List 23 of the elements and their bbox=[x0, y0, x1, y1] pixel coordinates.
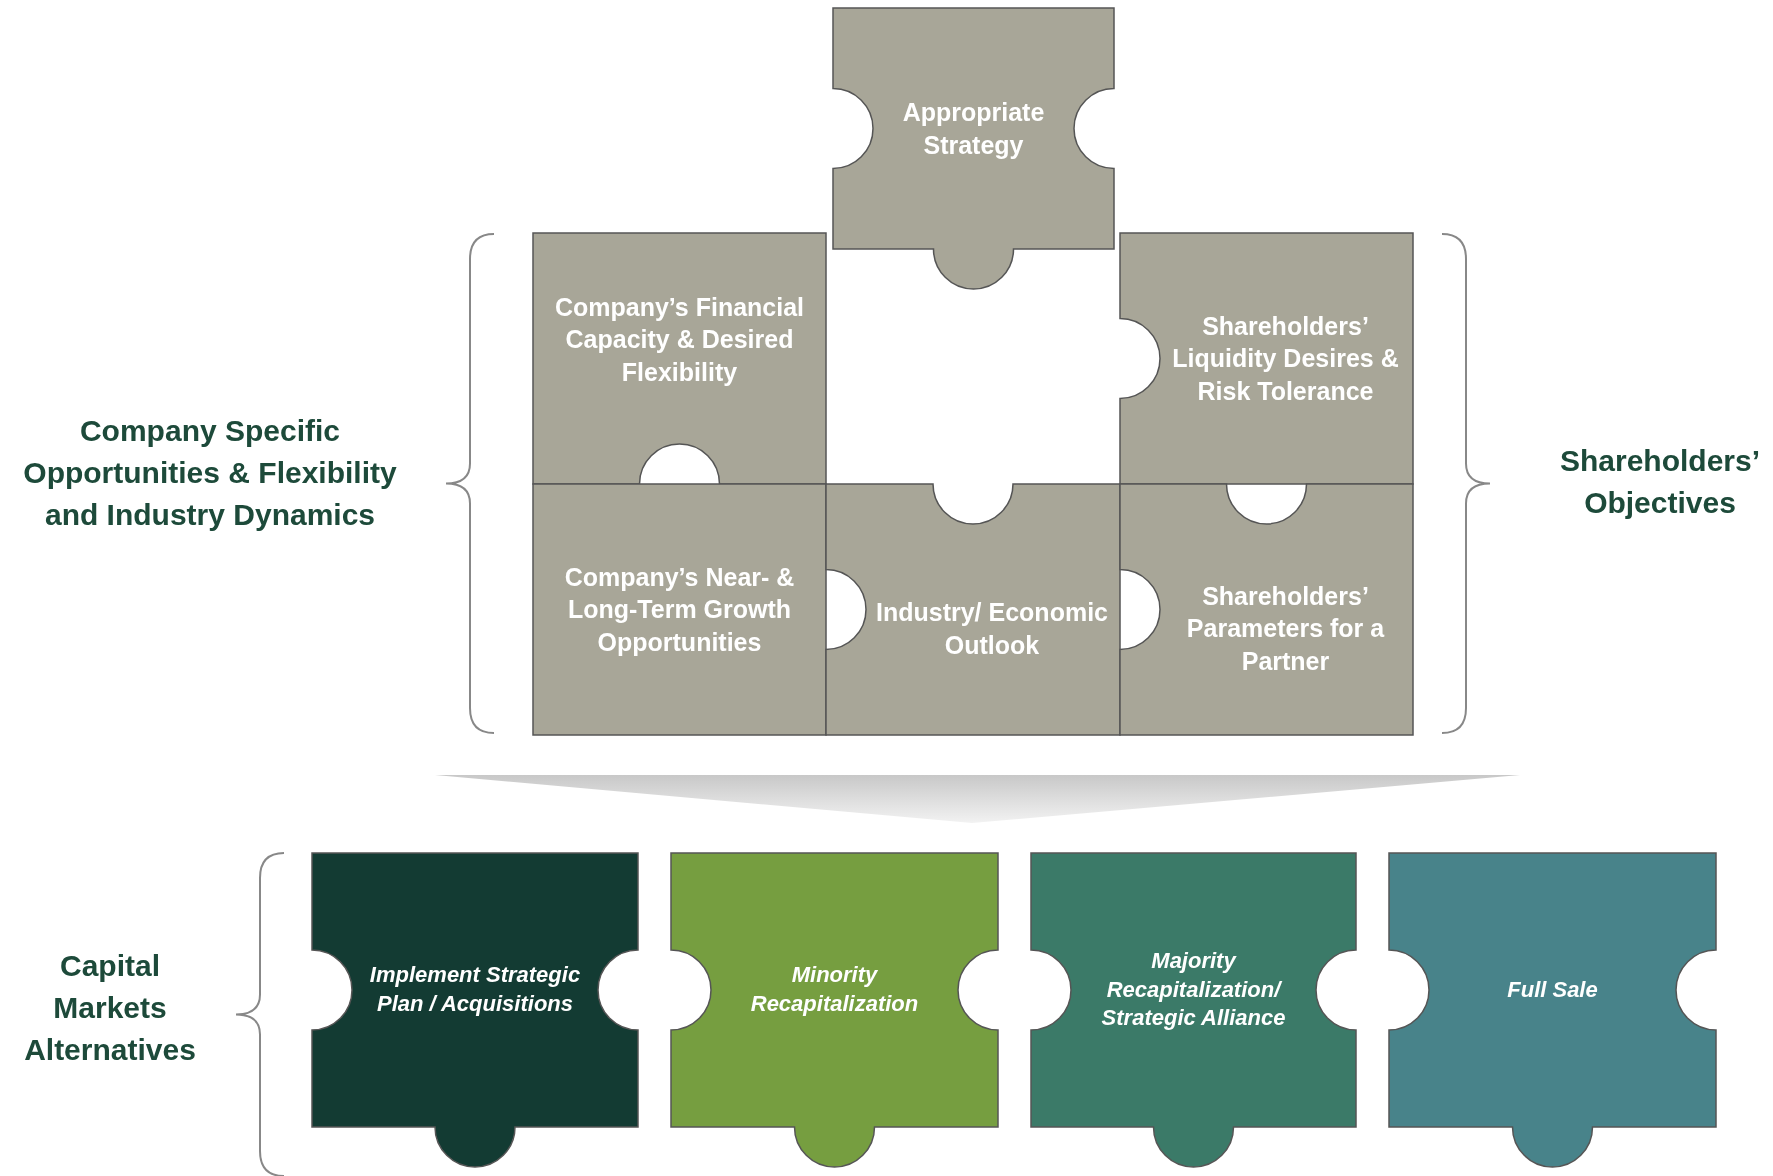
puzzle-piece bbox=[833, 8, 1114, 291]
puzzle-piece bbox=[533, 233, 826, 484]
piece-label: Full Sale bbox=[1506, 975, 1599, 1004]
bracket-label: Shareholders’ Objectives bbox=[1558, 443, 1762, 521]
piece-label: Company’s Financial Capacity & Desired Flexibility bbox=[553, 291, 806, 388]
piece-label: Majority Recapitalization/ Strategic Alliance bbox=[1100, 947, 1287, 1033]
bracket-label: Company Specific Opportunities & Flexibility and Industry Dynamics bbox=[22, 413, 398, 533]
puzzle-piece bbox=[312, 853, 638, 1169]
puzzle-piece bbox=[826, 484, 1120, 735]
puzzle-piece bbox=[671, 853, 998, 1169]
piece-label: Implement Strategic Plan / Acquisitions bbox=[368, 961, 582, 1018]
puzzle-piece bbox=[1120, 484, 1413, 735]
piece-label: Minority Recapitalization bbox=[749, 961, 920, 1018]
puzzle-piece bbox=[1031, 853, 1356, 1169]
puzzle-piece bbox=[1389, 853, 1716, 1169]
piece-label: Shareholders’ Liquidity Desires & Risk Tolerance bbox=[1171, 310, 1400, 407]
piece-label: Appropriate Strategy bbox=[901, 97, 1046, 161]
bracket-label: Capital Markets Alternatives bbox=[23, 948, 197, 1068]
piece-label: Shareholders’ Parameters for a Partner bbox=[1185, 580, 1386, 677]
puzzle-piece bbox=[1120, 233, 1413, 484]
piece-label: Company’s Near- & Long-Term Growth Opportunities bbox=[563, 561, 796, 658]
puzzle-piece bbox=[533, 484, 826, 735]
piece-label: Industry/ Economic Outlook bbox=[875, 597, 1109, 661]
